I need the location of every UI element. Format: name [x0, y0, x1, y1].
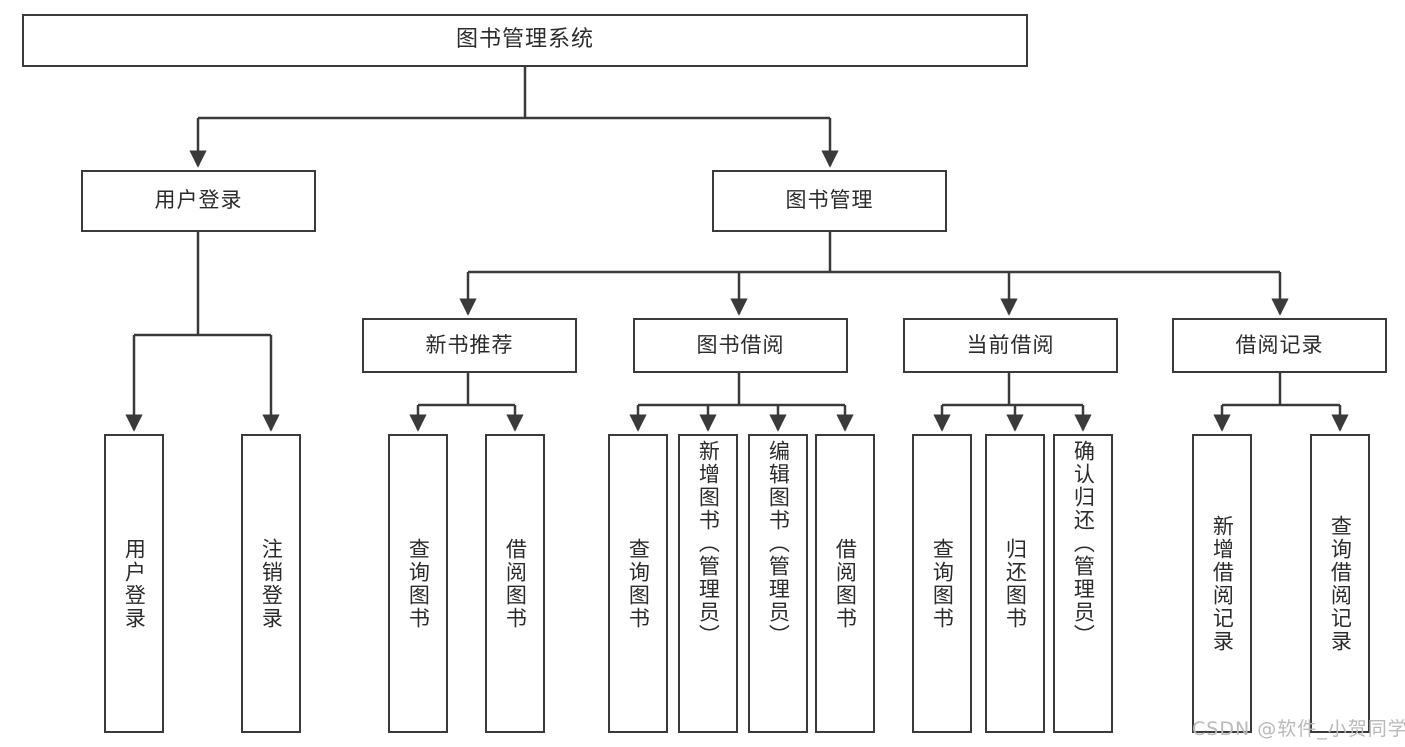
node-book-management[interactable]: 图书管理	[712, 170, 947, 232]
node-book-borrow-label: 图书借阅	[696, 332, 785, 357]
node-leaf-borrow-book-2[interactable]: 借阅图书	[815, 434, 875, 733]
node-leaf-confirm-return[interactable]: 确认归还（管理员）	[1053, 434, 1113, 733]
node-leaf-confirm-return-label: 确认归还（管理员）	[1071, 440, 1096, 647]
node-leaf-add-record[interactable]: 新增借阅记录	[1192, 434, 1252, 733]
node-leaf-add-book-label: 新增图书（管理员）	[696, 440, 721, 647]
node-current-borrow[interactable]: 当前借阅	[903, 318, 1118, 373]
node-root-label: 图书管理系统	[455, 27, 594, 53]
node-current-borrow-label: 当前借阅	[966, 332, 1055, 357]
node-leaf-borrow-book-1[interactable]: 借阅图书	[485, 434, 545, 733]
node-leaf-logout-label: 注销登录	[259, 537, 284, 630]
node-new-book-recommend[interactable]: 新书推荐	[362, 318, 577, 373]
node-leaf-user-login[interactable]: 用户登录	[104, 434, 164, 733]
node-leaf-user-login-label: 用户登录	[122, 537, 147, 630]
node-leaf-add-book[interactable]: 新增图书（管理员）	[678, 434, 738, 733]
node-leaf-return-book-label: 归还图书	[1003, 537, 1028, 630]
node-leaf-logout[interactable]: 注销登录	[241, 434, 301, 733]
node-leaf-query-book-2[interactable]: 查询图书	[608, 434, 668, 733]
node-leaf-add-record-label: 新增借阅记录	[1210, 514, 1235, 653]
node-user-login[interactable]: 用户登录	[81, 170, 316, 232]
node-user-login-label: 用户登录	[154, 188, 243, 213]
node-root[interactable]: 图书管理系统	[22, 14, 1028, 67]
node-leaf-borrow-book-2-label: 借阅图书	[833, 537, 858, 630]
node-leaf-edit-book[interactable]: 编辑图书（管理员）	[748, 434, 808, 733]
node-leaf-query-book-3-label: 查询图书	[930, 537, 955, 630]
node-leaf-query-record-label: 查询借阅记录	[1328, 514, 1353, 653]
node-leaf-borrow-book-1-label: 借阅图书	[503, 537, 528, 630]
node-leaf-query-book-3[interactable]: 查询图书	[912, 434, 972, 733]
node-leaf-query-record[interactable]: 查询借阅记录	[1310, 434, 1370, 733]
node-leaf-return-book[interactable]: 归还图书	[985, 434, 1045, 733]
node-new-book-recommend-label: 新书推荐	[425, 332, 514, 357]
node-leaf-query-book-2-label: 查询图书	[626, 537, 651, 630]
node-book-borrow[interactable]: 图书借阅	[633, 318, 848, 373]
node-borrow-records[interactable]: 借阅记录	[1172, 318, 1387, 373]
node-leaf-query-book-1[interactable]: 查询图书	[388, 434, 448, 733]
node-leaf-query-book-1-label: 查询图书	[406, 537, 431, 630]
node-leaf-edit-book-label: 编辑图书（管理员）	[766, 440, 791, 647]
node-book-management-label: 图书管理	[785, 188, 874, 213]
node-borrow-records-label: 借阅记录	[1235, 332, 1324, 357]
